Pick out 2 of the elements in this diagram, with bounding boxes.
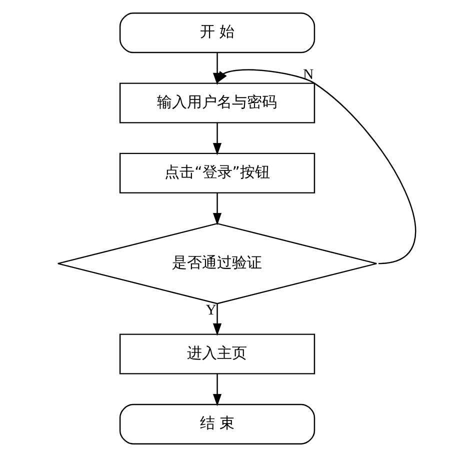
edge-label: Y: [206, 302, 216, 319]
edge-label: N: [302, 67, 314, 84]
